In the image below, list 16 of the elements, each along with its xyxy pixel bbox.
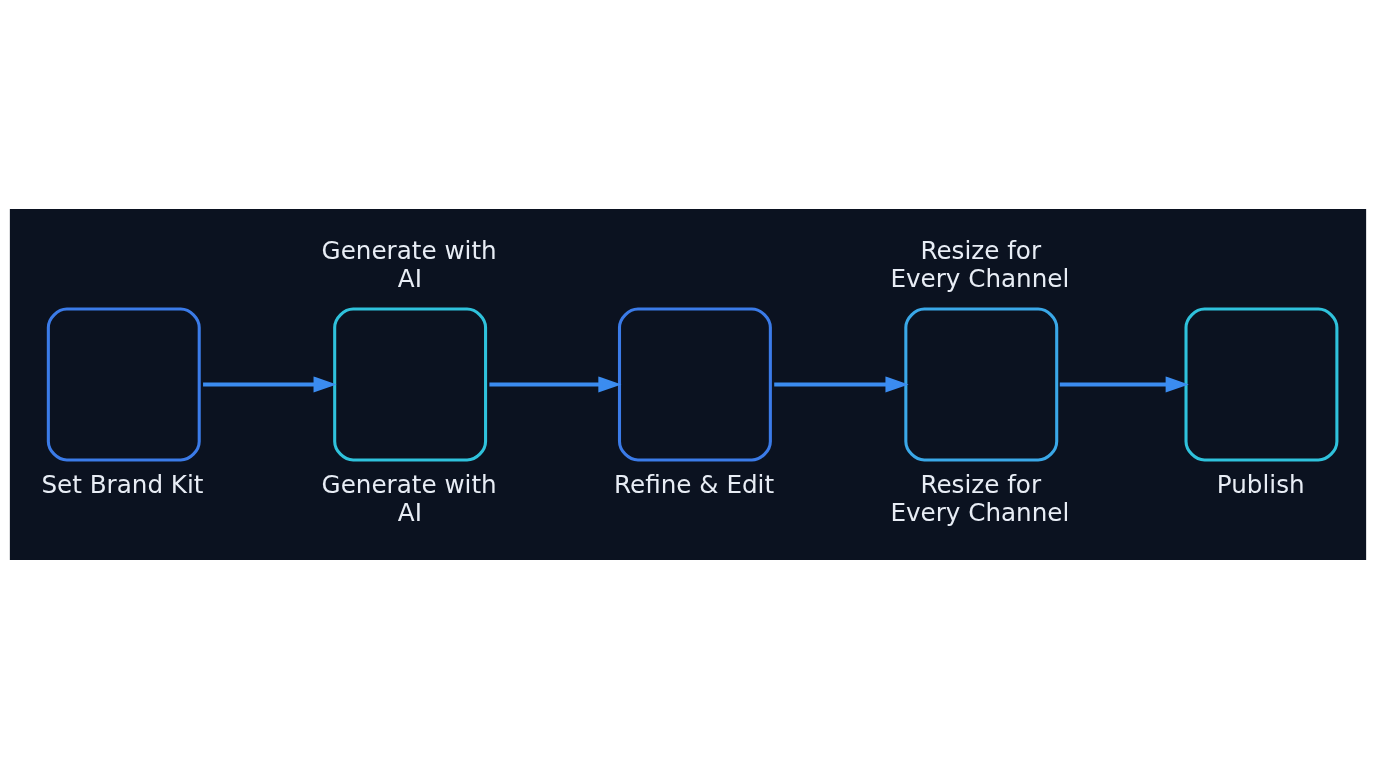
arrow (1059, 375, 1189, 393)
node-label: Generate with AI (321, 235, 497, 293)
node-box-text (904, 307, 1059, 461)
node-box (1184, 307, 1339, 461)
arrow (774, 375, 909, 393)
arrow (203, 375, 337, 393)
node-box-text (333, 307, 488, 461)
node-label: Refine & Edit (614, 469, 775, 499)
node-label: Publish (1216, 469, 1305, 499)
node-label: Generate with AI (321, 469, 497, 527)
node-box (617, 307, 772, 461)
arrow (489, 375, 622, 393)
node-label: Resize for Every Channel (890, 469, 1070, 527)
node-label: Set Brand Kit (41, 469, 204, 499)
node-box (46, 307, 201, 461)
node-label: Resize for Every Channel (890, 235, 1070, 293)
